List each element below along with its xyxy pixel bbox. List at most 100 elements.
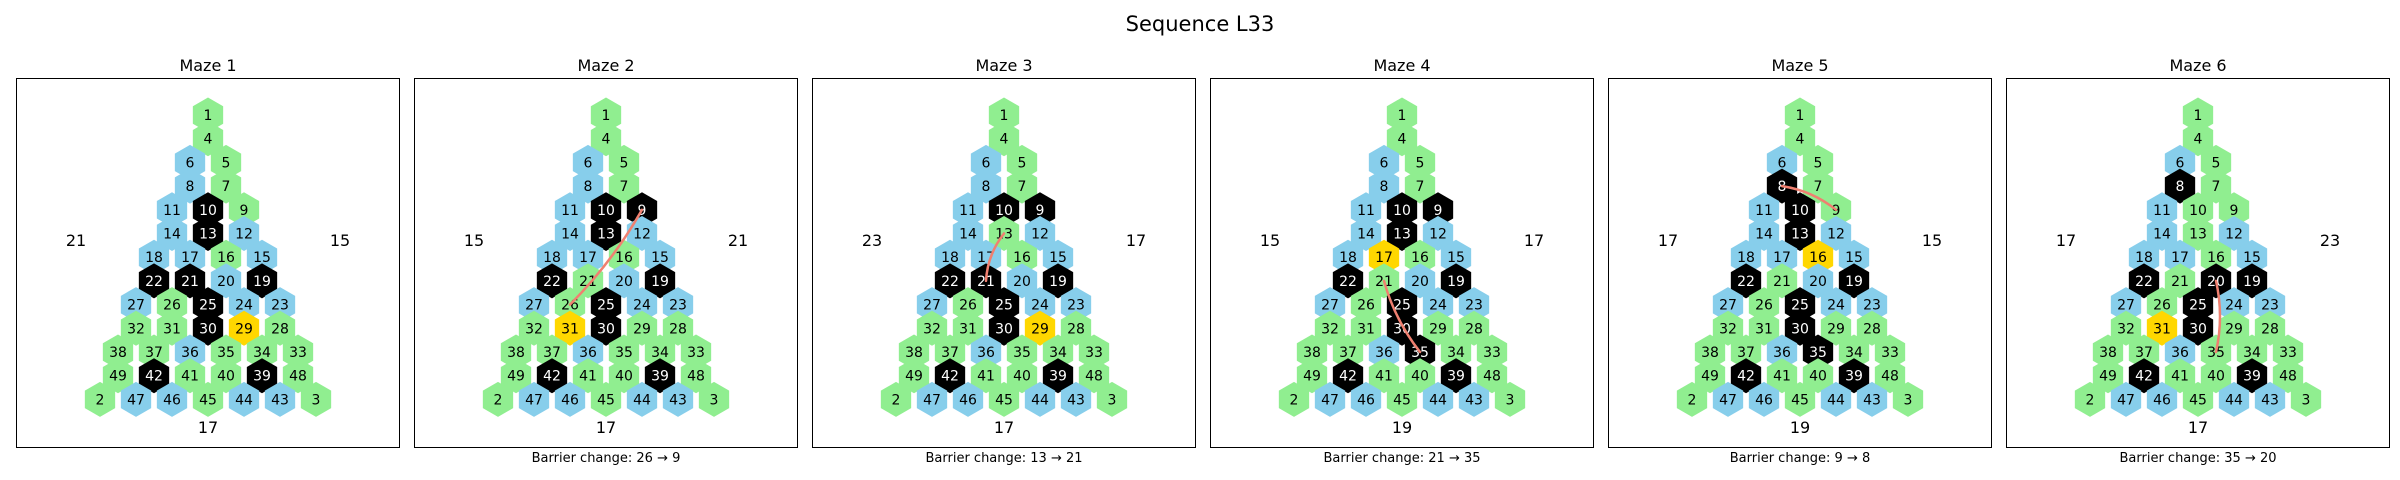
hex-cell (988, 192, 1020, 228)
maze-cell-6: 6 (572, 144, 604, 180)
hex-cell (2128, 263, 2160, 299)
cell-number: 23 (1465, 298, 1483, 314)
cell-number: 4 (204, 132, 213, 148)
hex-cell (1404, 168, 1436, 204)
maze-cell-9: 9 (2218, 192, 2250, 228)
hex-cell (662, 381, 694, 417)
maze-cell-27: 27 (1712, 287, 1744, 323)
hex-cell (1820, 287, 1852, 323)
hex-cell (2164, 358, 2196, 394)
maze-cell-37: 37 (2128, 334, 2160, 370)
maze-cell-44: 44 (1820, 381, 1852, 417)
hex-cell (554, 216, 586, 251)
maze-cell-9: 9 (1024, 192, 1056, 228)
maze-cell-24: 24 (1024, 287, 1056, 323)
hex-cell (264, 287, 296, 323)
maze-cell-16: 16 (1802, 239, 1834, 275)
maze-cell-37: 37 (1332, 334, 1364, 370)
hex-cell (1422, 287, 1454, 323)
maze-cell-20: 20 (608, 263, 640, 299)
maze-title: Maze 6 (2169, 56, 2227, 75)
maze-cell-43: 43 (1060, 381, 1092, 417)
maze-cell-38: 38 (2092, 334, 2124, 370)
cell-number: 40 (1013, 369, 1031, 385)
hex-cell (1006, 239, 1038, 275)
cell-number: 28 (1465, 321, 1483, 337)
cell-number: 48 (1483, 369, 1501, 385)
cell-number: 35 (1809, 345, 1827, 361)
hex-cell (880, 381, 912, 417)
maze-cell-4: 4 (1386, 121, 1418, 157)
maze-cell-47: 47 (2110, 381, 2142, 417)
left-label: 21 (66, 231, 86, 250)
maze-cell-25: 25 (1386, 287, 1418, 323)
cell-number: 16 (615, 250, 633, 266)
maze-cell-14: 14 (952, 216, 984, 251)
cell-number: 21 (1773, 274, 1791, 290)
hex-cell (1006, 358, 1038, 394)
maze-cell-33: 33 (2272, 334, 2304, 370)
hex-cell (1802, 239, 1834, 275)
cell-number: 1 (1796, 108, 1805, 124)
hex-cell (934, 334, 966, 370)
hex-cell (2128, 239, 2160, 275)
bottom-label: 17 (994, 418, 1014, 437)
cell-number: 2 (1290, 392, 1299, 408)
cell-number: 31 (1357, 321, 1375, 337)
cell-number: 49 (1303, 369, 1321, 385)
cell-number: 39 (2243, 369, 2261, 385)
maze-cell-16: 16 (2200, 239, 2232, 275)
maze-cell-42: 42 (1730, 358, 1762, 394)
cell-number: 42 (1737, 369, 1755, 385)
cell-number: 14 (2153, 227, 2171, 243)
hex-cell (282, 334, 314, 370)
maze-cell-38: 38 (500, 334, 532, 370)
hex-cell (934, 358, 966, 394)
hex-cell (210, 239, 242, 275)
cell-number: 11 (959, 203, 977, 219)
hex-cell (590, 216, 622, 251)
maze-cell-47: 47 (518, 381, 550, 417)
cell-number: 34 (1447, 345, 1465, 361)
hex-cell (192, 310, 224, 346)
hex-cell (2092, 358, 2124, 394)
hex-cell (1386, 381, 1418, 417)
hex-cell (1730, 334, 1762, 370)
hex-cell (988, 97, 1020, 133)
maze-cell-40: 40 (2200, 358, 2232, 394)
cell-number: 44 (633, 392, 651, 408)
maze-cell-42: 42 (138, 358, 170, 394)
hex-cell (1024, 381, 1056, 417)
maze-cell-15: 15 (1440, 239, 1472, 275)
cell-number: 37 (941, 345, 959, 361)
hex-cell (1694, 334, 1726, 370)
cell-number: 16 (1411, 250, 1429, 266)
cell-number: 22 (145, 274, 163, 290)
cell-number: 25 (2189, 298, 2207, 314)
maze-cell-11: 11 (554, 192, 586, 228)
maze-cell-19: 19 (1440, 263, 1472, 299)
hex-cell (898, 358, 930, 394)
cell-number: 46 (1755, 392, 1773, 408)
hex-cell (1060, 381, 1092, 417)
maze-cell-40: 40 (1006, 358, 1038, 394)
hex-cell (1422, 216, 1454, 251)
hex-cell (1784, 381, 1816, 417)
hex-cell (1024, 310, 1056, 346)
hex-cell (192, 97, 224, 133)
hex-cell (2146, 287, 2178, 323)
hex-cell (2182, 97, 2214, 133)
cell-number: 35 (217, 345, 235, 361)
maze-cell-3: 3 (300, 381, 332, 417)
hex-cell (138, 334, 170, 370)
maze-cell-16: 16 (210, 239, 242, 275)
hex-cell (554, 381, 586, 417)
cell-number: 6 (1778, 155, 1787, 171)
cell-number: 34 (651, 345, 669, 361)
hex-cell (952, 310, 984, 346)
maze-cell-11: 11 (952, 192, 984, 228)
cell-number: 4 (1000, 132, 1009, 148)
maze-cell-15: 15 (246, 239, 278, 275)
maze-cell-26: 26 (1350, 287, 1382, 323)
